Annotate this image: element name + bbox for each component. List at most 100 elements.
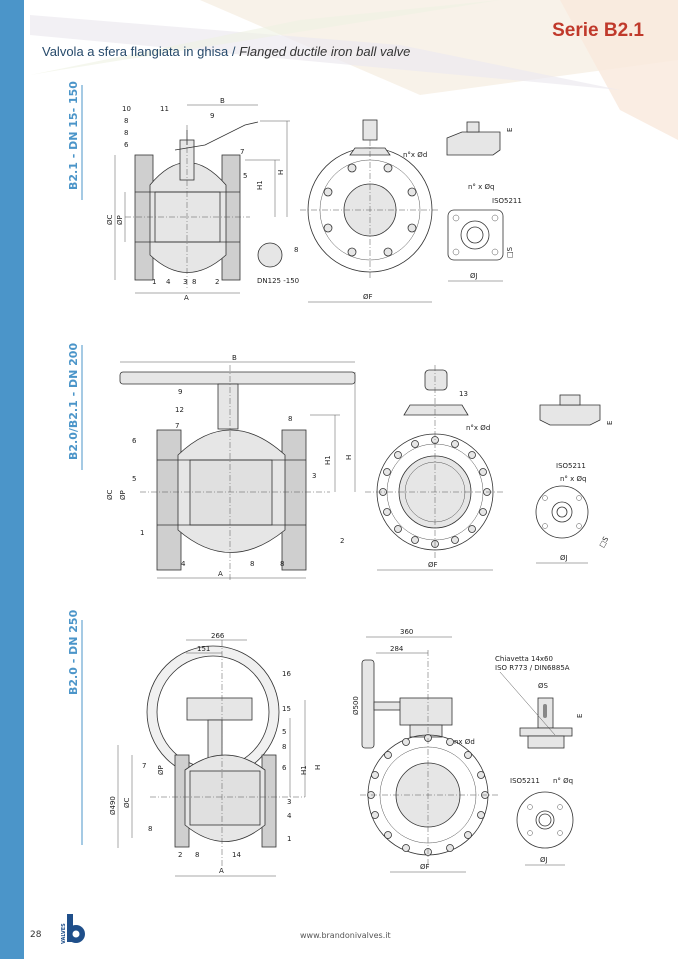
dimension-label: n° Øq xyxy=(553,777,573,785)
brand-logo: VALVES xyxy=(61,914,85,944)
callout: 8 xyxy=(280,560,284,568)
standard-label: ISO5211 xyxy=(492,197,522,205)
dimension-label: E xyxy=(576,714,584,718)
dimension-label: H1 xyxy=(300,765,308,775)
callout: 2 xyxy=(215,278,219,286)
dimension-label: 360 xyxy=(400,628,413,636)
subtitle-english: Flanged ductile iron ball valve xyxy=(239,44,411,59)
dimension-label: ØP xyxy=(157,765,165,775)
dimension-label: A xyxy=(219,867,224,875)
subtitle-italian: Valvola a sfera flangiata in ghisa / xyxy=(42,44,236,59)
iso-mounting-pad xyxy=(516,791,574,866)
dimension-label: ØP xyxy=(116,215,124,225)
dimension-label: Ø500 xyxy=(352,696,360,715)
callout: 5 xyxy=(132,475,136,483)
dimension-label: B xyxy=(232,354,237,362)
dimension-label: H xyxy=(314,765,322,770)
side-view-drawing xyxy=(119,361,356,580)
section-1-dn15-150: B2.1 - DN 15- 150 10 xyxy=(67,81,522,303)
dimension-label: ØF xyxy=(363,293,373,301)
side-view-drawing xyxy=(114,104,290,294)
section-label: B2.0 - DN 250 xyxy=(67,609,80,695)
dimension-label: □S xyxy=(598,535,611,549)
page-subtitle: Valvola a sfera flangiata in ghisa / Fla… xyxy=(42,44,410,59)
dimension-label: E xyxy=(606,421,614,425)
dimension-label: H1 xyxy=(256,180,264,190)
section-3-dn250: B2.0 - DN 250 266 151 16 15 5 xyxy=(67,609,584,877)
callout: 1 xyxy=(140,529,144,537)
dimension-label: H xyxy=(345,455,353,460)
callout: 6 xyxy=(282,764,287,772)
dimension-label: n° x Øq xyxy=(468,183,494,191)
callout: 13 xyxy=(459,390,468,398)
dimension-label: Ø490 xyxy=(109,796,117,815)
section-label: B2.0/B2.1 - DN 200 xyxy=(67,343,80,460)
callout: 8 xyxy=(124,117,128,125)
dimension-label: n° x Øq xyxy=(560,475,586,483)
callout: 3 xyxy=(312,472,316,480)
callout: 8 xyxy=(124,129,128,137)
callout: 11 xyxy=(160,105,169,113)
callout: 12 xyxy=(175,406,184,414)
website-link[interactable]: www.brandonivalves.it xyxy=(300,931,391,940)
callout: 1 xyxy=(152,278,156,286)
iso-mounting-pad xyxy=(447,209,504,282)
front-view-drawing xyxy=(300,119,440,303)
dimension-label: ØC xyxy=(123,797,131,808)
callout: 9 xyxy=(178,388,182,396)
dimension-label: A xyxy=(218,570,223,578)
callout: 4 xyxy=(166,278,171,286)
standard-label: ISO5211 xyxy=(556,462,586,470)
section-label: B2.1 - DN 15- 150 xyxy=(67,81,80,190)
flange-top-detail xyxy=(446,131,501,156)
callout: 8 xyxy=(250,560,254,568)
dimension-label: 284 xyxy=(390,645,404,653)
callout: 4 xyxy=(181,560,186,568)
callout: 4 xyxy=(287,812,292,820)
key-spec-label: Chiavetta 14x60 xyxy=(495,655,553,663)
standard-label: ISO R773 / DIN6885A xyxy=(495,664,570,672)
dimension-label: E xyxy=(506,128,514,132)
callout: 2 xyxy=(340,537,344,545)
callout: 1 xyxy=(287,835,291,843)
callout: 7 xyxy=(175,422,179,430)
callout: 8 xyxy=(148,825,152,833)
callout: 3 xyxy=(183,278,187,286)
callout: 5 xyxy=(282,728,286,736)
callout: 7 xyxy=(240,148,244,156)
dimension-label: ØF xyxy=(420,863,430,871)
dimension-label: A xyxy=(184,294,189,302)
callout: 2 xyxy=(178,851,182,859)
section-2-dn200: B2.0/B2.1 - DN 200 B 9 12 7 8 6 xyxy=(67,343,614,580)
dimension-label: nx Ød xyxy=(454,738,475,746)
side-view-drawing xyxy=(117,639,306,877)
dimension-label: ØC xyxy=(106,489,114,500)
dimension-label: ØJ xyxy=(540,856,548,864)
standard-label: ISO5211 xyxy=(510,777,540,785)
callout: 14 xyxy=(232,851,241,859)
dimension-label: 266 xyxy=(211,632,225,640)
callout: 15 xyxy=(282,705,291,713)
dimension-label: n°x Ød xyxy=(466,424,490,432)
dimension-label: ØP xyxy=(119,490,127,500)
callout: 8 xyxy=(294,246,298,254)
callout: 7 xyxy=(142,762,146,770)
callout: 9 xyxy=(210,112,214,120)
dimension-label: ØS xyxy=(538,682,549,690)
shaft-key-detail xyxy=(499,671,573,749)
dimension-label: ØJ xyxy=(470,272,478,280)
callout: 6 xyxy=(124,141,129,149)
callout: 5 xyxy=(243,172,247,180)
flange-top-detail xyxy=(539,404,601,426)
front-view-drawing xyxy=(360,636,500,873)
dimension-label: ØF xyxy=(428,561,438,569)
dimension-label: H xyxy=(277,170,285,175)
dimension-label: □S xyxy=(506,246,514,258)
iso-mounting-pad xyxy=(535,485,589,564)
callout: 8 xyxy=(288,415,292,423)
callout: 6 xyxy=(132,437,137,445)
series-title: Serie B2.1 xyxy=(552,20,644,41)
front-view-drawing xyxy=(365,365,505,571)
